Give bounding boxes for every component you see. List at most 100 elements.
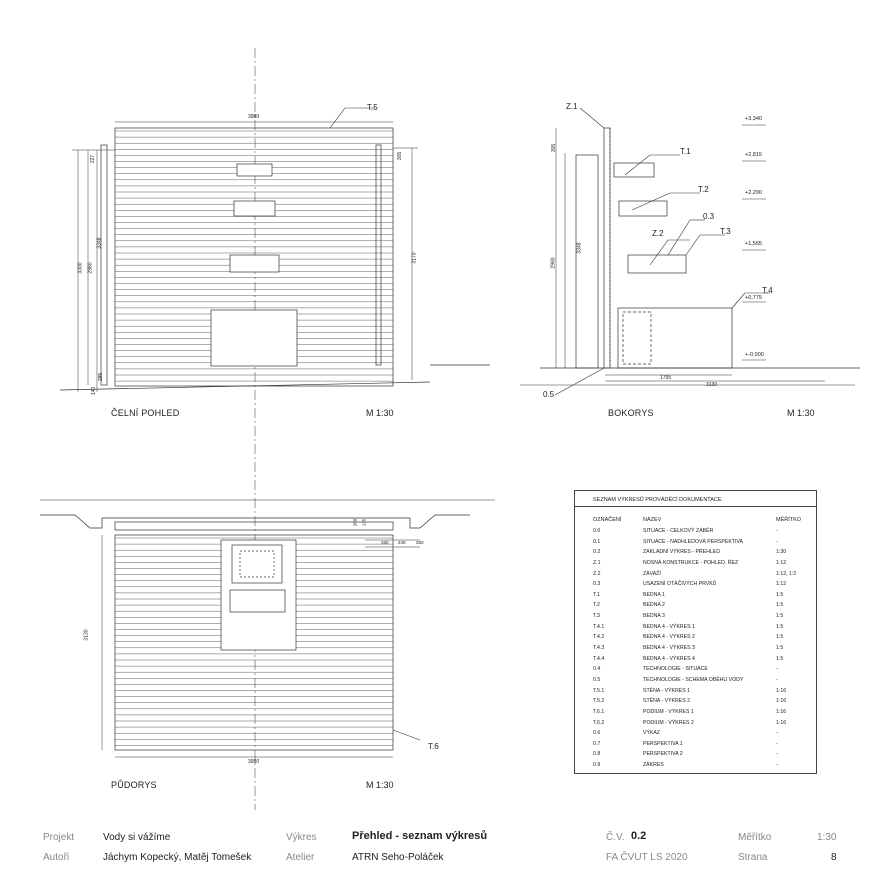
sheet-id: T.3 [593, 613, 600, 620]
side-view-scale: M 1:30 [787, 408, 815, 418]
level-markers [742, 124, 766, 361]
drawing-label: Výkres [286, 832, 317, 843]
sheet-name: ZÁKLADNÍ VÝKRES - PŘEHLED [643, 549, 720, 556]
sheet-id: T.6.2 [593, 719, 605, 726]
sheet-scale: 1:5 [776, 655, 784, 662]
number-label: Č.V. [606, 832, 625, 843]
side-box-t4 [617, 307, 733, 369]
side-elevation-drawing [520, 107, 860, 396]
front-post-left [100, 144, 108, 386]
front-box-3 [229, 254, 280, 273]
front-box-1 [236, 163, 273, 177]
side-wall-section [603, 127, 611, 369]
front-door [210, 309, 298, 367]
project-value: Vody si vážíme [103, 832, 171, 843]
plan-dim-260a: 260 [381, 540, 389, 545]
col-header-name: NÁZEV [643, 517, 662, 523]
level-1565: +1,565 [745, 241, 762, 247]
school-label: FA ČVUT LS 2020 [606, 852, 688, 863]
level-2815: +2,815 [745, 152, 762, 158]
front-width-dim: 3980 [248, 114, 260, 120]
plan-drawing [40, 499, 495, 758]
front-dim-140-label: 140 [91, 386, 98, 396]
sheet-name: TECHNOLOGIE - SITUACE [643, 666, 708, 673]
sheet-scale: 1:30 [776, 549, 787, 556]
sheet-name: BEDNA 3 [643, 613, 665, 620]
sheet-row: T.4.3 BEDNA 4 - VÝKRES 3 1:5 [593, 645, 813, 656]
front-view-scale: M 1:30 [366, 408, 394, 418]
side-dim-3130-label: 3130 [706, 382, 718, 388]
level-0775: +0,775 [745, 295, 762, 301]
sheet-name: BEDNA 4 - VÝKRES 2 [643, 634, 695, 641]
sheet-scale: 1:12, 1:2 [776, 570, 797, 577]
sheet-id: T.4.3 [593, 645, 605, 652]
front-dim-305-label: 305 [397, 151, 404, 161]
sheet-scale: 1:5 [776, 602, 784, 609]
plan-dim-245: 245 [398, 540, 406, 545]
sheet-id: 0.7 [593, 740, 601, 747]
sheet-name: BEDNA 4 - VÝKRES 1 [643, 623, 695, 630]
side-t1-label: T.1 [680, 147, 691, 156]
scale-label: Měřítko [738, 832, 772, 843]
plan-view-scale: M 1:30 [366, 780, 394, 790]
front-dim-3170-label: 3170 [411, 252, 418, 264]
sheet-scale: - [776, 730, 778, 737]
side-05-label: 0.5 [543, 390, 555, 399]
sheet-id: T.4.4 [593, 655, 605, 662]
sheet-scale: - [776, 676, 778, 683]
sheet-name: SITUACE - CELKOVÝ ZÁBĚR [643, 528, 714, 534]
sheet-id: 0.0 [593, 528, 601, 534]
side-03-label: 0.3 [703, 212, 715, 221]
number-value: 0.2 [631, 830, 647, 842]
front-ground-line [59, 381, 431, 391]
sheet-id: 0.5 [593, 676, 601, 683]
front-elevation-drawing [59, 107, 490, 392]
sheet-name: ZÁKRES [643, 762, 664, 769]
drawing-value: Přehled - seznam výkresů [352, 830, 488, 842]
sheet-id: T.1 [593, 591, 600, 598]
front-dim-2980-label: 2980 [87, 262, 94, 274]
sheet-name: PODIUM - VÝKRES 1 [643, 708, 694, 715]
sheet-scale: - [776, 666, 778, 673]
side-t4-label: T.4 [762, 286, 773, 295]
plan-dim-260b: 260 [416, 540, 424, 545]
sheet-scale: 1:16 [776, 719, 787, 726]
sheet-scale: 1:12 [776, 581, 787, 588]
level-3340: +3,340 [745, 116, 762, 122]
sheet-scale: 1:5 [776, 645, 784, 652]
level-0000: +-0,000 [745, 352, 764, 358]
sheet-scale: - [776, 740, 778, 747]
sheet-name: SITUACE - NADHLEDOVÁ PERSPEKTIVA [643, 538, 743, 545]
plan-dim-260v: 260 [352, 518, 358, 527]
sheet-id: T.5.2 [593, 698, 605, 705]
side-t3-label: T.3 [720, 227, 731, 236]
sheet-id: T.2 [593, 602, 600, 609]
sheet-list-title: SEZNAM VÝKRESŮ PROVÁDĚCÍ DOKUMENTACE [593, 497, 722, 503]
plan-center-area [220, 539, 297, 651]
sheet-name: STĚNA - VÝKRES 2 [643, 698, 690, 705]
sheet-scale: 1:16 [776, 708, 787, 715]
sheet-list-table: SEZNAM VÝKRESŮ PROVÁDĚCÍ DOKUMENTACE OZN… [574, 490, 817, 774]
side-box-t3 [627, 254, 687, 274]
front-dim-227: 227 [90, 154, 97, 164]
plan-floor [114, 534, 394, 751]
plan-view-title: PŮDORYS [111, 780, 157, 790]
sheet-id: Z.2 [593, 570, 601, 577]
level-2290: +2,290 [745, 190, 762, 196]
sheet-name: PODIUM - VÝKRES 2 [643, 719, 694, 726]
side-dim-1795-label: 1795 [660, 375, 672, 381]
sheet-scale: 1:5 [776, 591, 784, 598]
sheet-id: T.4.2 [593, 634, 605, 641]
sheet-name: BEDNA 4 - VÝKRES 3 [643, 645, 695, 652]
sheet-scale: - [776, 538, 778, 545]
